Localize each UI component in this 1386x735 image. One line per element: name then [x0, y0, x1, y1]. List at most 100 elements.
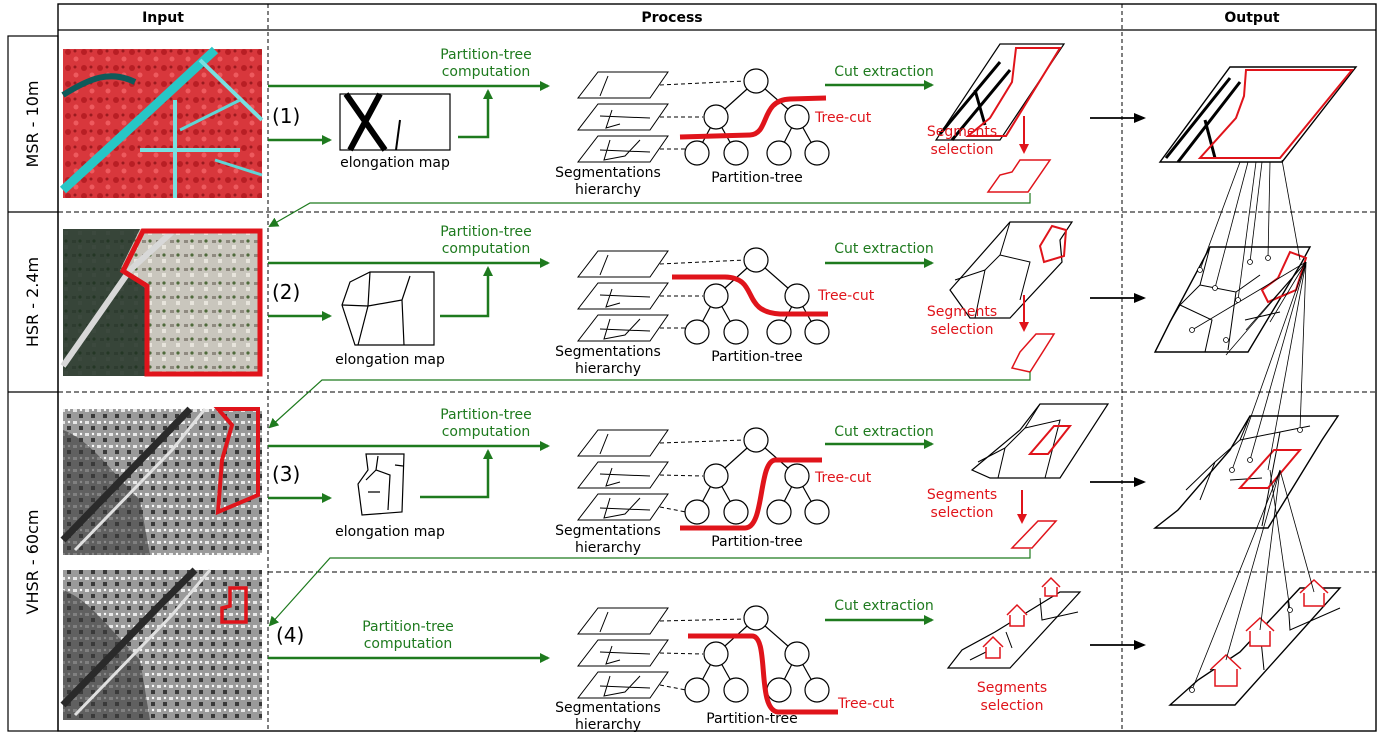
step-number: (2) — [272, 280, 300, 304]
process-step-1: Partition-tree computation (1) elongatio… — [268, 43, 1066, 227]
partition-label-line1: Partition-tree — [362, 619, 454, 635]
hierarchy-label-line1: Segmentations — [555, 700, 661, 716]
process-step-2: Partition-tree computation (2) elongatio… — [268, 221, 1074, 429]
partition-tree — [684, 247, 830, 345]
partition-label-line1: Partition-tree — [440, 407, 532, 423]
hierarchy-label-line2: hierarchy — [575, 717, 641, 733]
partition-label-line1: Partition-tree — [440, 224, 532, 240]
tree-label: Partition-tree — [711, 349, 803, 365]
tree-cut-label: Tree-cut — [814, 110, 872, 126]
selection-label-line1: Segments — [977, 680, 1047, 696]
row-label-vhsr: VHSR - 60cm — [23, 510, 42, 615]
hierarchy-layers — [576, 250, 669, 342]
elongation-map — [339, 92, 451, 152]
row-label-hsr: HSR - 2.4m — [23, 257, 42, 347]
selected-segment — [1010, 520, 1058, 549]
house-icon — [1210, 578, 1329, 687]
output-links — [1191, 159, 1315, 691]
input-image-vhsr-1 — [60, 406, 262, 555]
output-link-nodes — [1189, 255, 1303, 693]
header-process: Process — [641, 10, 702, 26]
hierarchy-links — [659, 259, 746, 329]
partition-tree — [684, 605, 830, 703]
hierarchy-links — [659, 439, 746, 513]
row-label-msr: MSR - 10m — [23, 81, 42, 168]
output-level-2 — [1153, 246, 1312, 353]
hierarchy-links — [659, 618, 746, 691]
arrow-to-next-input — [268, 372, 1031, 429]
cut-result — [946, 576, 1082, 669]
output-column — [1152, 66, 1358, 706]
hierarchy-links — [659, 80, 746, 150]
hierarchy-layers — [576, 607, 669, 699]
arrow-to-next-input — [268, 193, 1031, 227]
input-image-msr — [59, 46, 264, 198]
tree-cut-label: Tree-cut — [837, 696, 895, 712]
tree-label: Partition-tree — [711, 534, 803, 550]
arrow-elongation-up — [458, 89, 493, 139]
selected-segment — [1010, 333, 1056, 373]
step-number: (4) — [276, 623, 304, 647]
input-images — [59, 46, 264, 720]
partition-tree — [684, 68, 830, 166]
process-step-3: Partition-tree computation (3) elongatio… — [268, 403, 1110, 627]
selection-label-line2: selection — [931, 142, 994, 158]
elongation-label: elongation map — [335, 352, 445, 368]
process-step-4: Partition-tree computation (4) Segmentat… — [268, 576, 1082, 733]
partition-label-line2: computation — [442, 241, 531, 257]
tree-cut-curve — [688, 633, 838, 715]
partition-label-line1: Partition-tree — [440, 47, 532, 63]
partition-label-line2: computation — [442, 64, 531, 80]
partition-tree — [684, 427, 830, 525]
cut-result — [949, 221, 1074, 319]
diagram-frame — [7, 3, 1377, 732]
selected-segment — [986, 159, 1052, 193]
hierarchy-layers — [576, 71, 669, 163]
input-image-hsr — [60, 228, 263, 377]
elongation-map — [357, 453, 405, 516]
selection-label-line1: Segments — [927, 124, 997, 140]
header-output: Output — [1224, 10, 1280, 26]
selection-label-line2: selection — [931, 505, 994, 521]
elongation-label: elongation map — [335, 524, 445, 540]
tree-cut-label: Tree-cut — [817, 288, 875, 304]
selection-label-line1: Segments — [927, 304, 997, 320]
cut-extraction-label: Cut extraction — [834, 598, 934, 614]
output-level-4 — [1168, 578, 1342, 706]
tree-label: Partition-tree — [706, 711, 798, 727]
elongation-label: elongation map — [340, 155, 450, 171]
partition-label-line2: computation — [364, 636, 453, 652]
input-image-vhsr-2 — [60, 567, 262, 720]
cut-extraction-label: Cut extraction — [834, 64, 934, 80]
tree-cut-curve — [679, 95, 827, 140]
arrow-elongation-up — [440, 266, 493, 318]
tree-cut-label: Tree-cut — [814, 470, 872, 486]
elongation-map — [341, 271, 435, 346]
output-level-1 — [1158, 66, 1358, 163]
cut-result — [934, 43, 1066, 141]
cut-extraction-label: Cut extraction — [834, 241, 934, 257]
cut-result — [970, 403, 1110, 479]
hierarchy-label-line1: Segmentations — [555, 165, 661, 181]
header-input: Input — [142, 10, 184, 26]
tree-label: Partition-tree — [711, 170, 803, 186]
selection-label-line2: selection — [981, 698, 1044, 714]
hierarchy-layers — [576, 429, 669, 521]
output-level-3 — [1152, 415, 1340, 529]
output-arrows — [1090, 113, 1146, 650]
arrow-elongation-up — [420, 449, 493, 499]
step-number: (3) — [272, 462, 300, 486]
partition-label-line2: computation — [442, 424, 531, 440]
selection-label-line1: Segments — [927, 487, 997, 503]
hierarchy-label-line1: Segmentations — [555, 523, 661, 539]
house-icon — [982, 576, 1061, 659]
hierarchy-label-line2: hierarchy — [575, 540, 641, 556]
cut-extraction-label: Cut extraction — [834, 424, 934, 440]
hierarchy-label-line2: hierarchy — [575, 182, 641, 198]
tree-cut-curve — [680, 457, 822, 531]
hierarchy-label-line1: Segmentations — [555, 344, 661, 360]
arrow-to-next-input — [268, 549, 1031, 627]
tree-cut-curve — [672, 274, 828, 317]
selection-label-line2: selection — [931, 322, 994, 338]
